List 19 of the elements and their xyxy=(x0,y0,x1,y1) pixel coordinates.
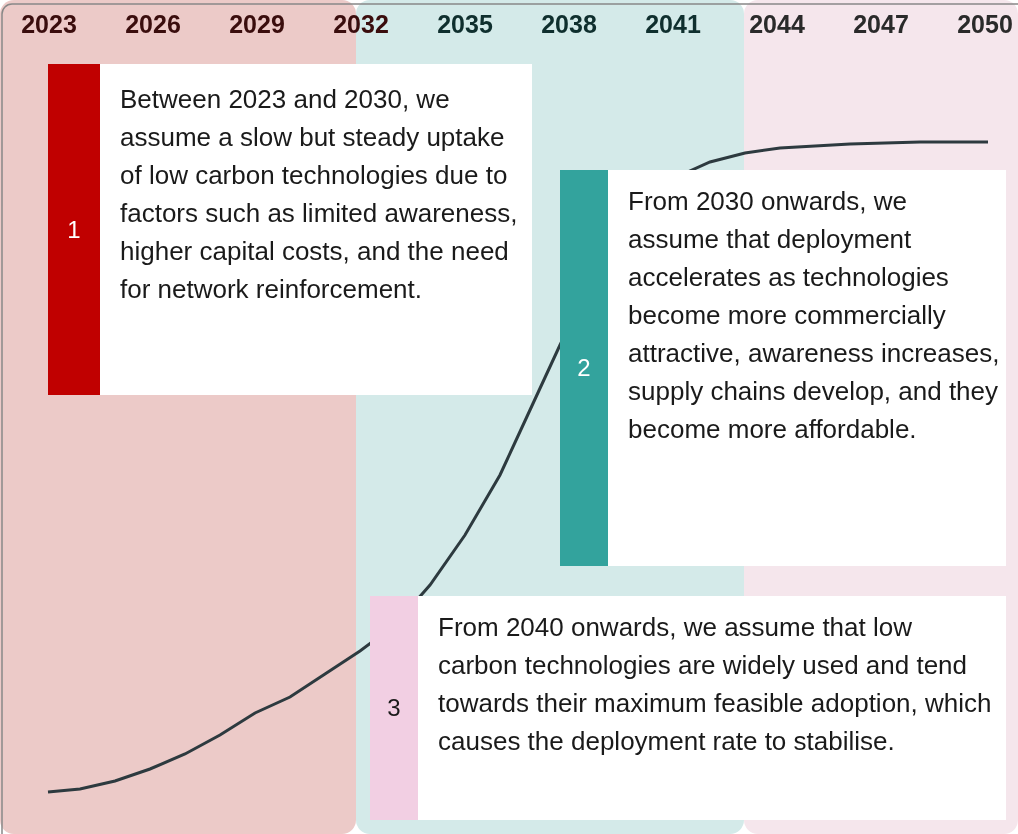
description-text: Between 2023 and 2030, we assume a slow but steady uptake of low carbon technologies due to factors such as limited awareness, higher capital costs, and the need for network reinforcement. xyxy=(120,83,519,306)
description-text: From 2030 onwards, we assume that deployment accelerates as technologies become more commercially attractive, awareness increases, supply chains develop, and they become more affordable. xyxy=(628,185,1000,446)
year-label: 2035 xyxy=(436,10,494,39)
year-label: 2023 xyxy=(20,10,78,39)
year-label: 2026 xyxy=(124,10,182,39)
year-label: 2038 xyxy=(540,10,598,39)
year-label: 2047 xyxy=(852,10,910,39)
callout-card xyxy=(560,170,1006,566)
year-label: 2041 xyxy=(644,10,702,39)
number-tab: 1 xyxy=(48,64,100,395)
callout-card xyxy=(370,596,1006,820)
year-label: 2032 xyxy=(332,10,390,39)
number-tab: 3 xyxy=(370,596,418,820)
number-tab: 2 xyxy=(560,170,608,566)
description-text: From 2040 onwards, we assume that low carbon technologies are widely used and tend towards their maximum feasible adoption, which causes the deployment rate to stabilise. xyxy=(438,611,993,758)
callout-card xyxy=(48,64,532,395)
year-label: 2050 xyxy=(956,10,1014,39)
year-label: 2044 xyxy=(748,10,806,39)
year-label: 2029 xyxy=(228,10,286,39)
